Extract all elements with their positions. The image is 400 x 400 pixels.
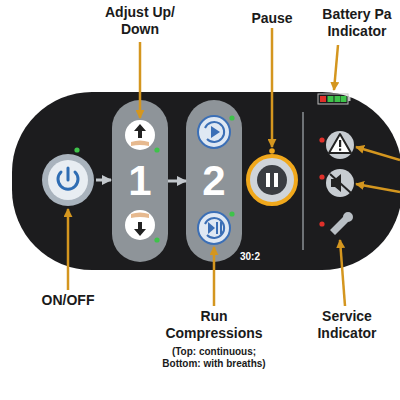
leader-line	[356, 184, 400, 192]
alarm-led	[319, 137, 324, 142]
pause-icon	[274, 173, 278, 187]
callout-label: Pause	[242, 10, 302, 27]
status-led	[154, 147, 159, 152]
callout-label: ON/OFF	[13, 292, 123, 309]
callout-label: Adjust Up/ Down	[85, 4, 195, 38]
cycle-icon	[205, 218, 224, 238]
callout-label: Battery Pa Indicator	[316, 6, 398, 40]
pause-mark-icon	[216, 222, 218, 234]
play-icon	[211, 126, 220, 138]
service-led	[319, 221, 324, 226]
power-symbol	[67, 168, 70, 180]
hand-icon	[131, 141, 149, 147]
hand-icon	[131, 213, 149, 219]
battery-indicator	[318, 94, 348, 104]
battery-segment	[341, 96, 347, 102]
leader-line	[356, 147, 400, 160]
alarm-indicator	[326, 131, 354, 159]
battery-segment	[328, 96, 334, 102]
mode-band: 1	[112, 100, 168, 262]
pause-mark-icon	[220, 222, 222, 234]
leader-line	[340, 240, 345, 306]
power-symbol	[58, 172, 78, 189]
adjust-down-button	[125, 210, 155, 240]
control-panel	[12, 92, 400, 270]
ratio-label: 30:2	[232, 251, 268, 263]
flow-arrow	[168, 180, 186, 183]
wrench-icon	[330, 212, 353, 235]
flow-arrow	[96, 179, 111, 182]
callout-label: Service Indicator	[305, 308, 389, 342]
power-button-face	[48, 160, 88, 200]
mode-band: 2	[186, 100, 242, 262]
callout-label: (Top: continuous; Bottom: with breaths)	[158, 346, 270, 370]
speaker-icon	[331, 174, 341, 192]
warning-triangle	[329, 134, 351, 153]
leader-line	[67, 209, 70, 290]
leader-line	[139, 42, 142, 118]
warning-mark	[339, 140, 341, 147]
up-arrow-icon	[134, 124, 146, 138]
status-led	[154, 237, 159, 242]
mute-led	[319, 174, 324, 179]
down-arrow-icon	[134, 222, 146, 236]
status-led	[229, 115, 234, 120]
pause-icon	[266, 173, 270, 187]
battery-segment	[320, 96, 326, 102]
adjust-up-button	[125, 120, 155, 150]
pause-button-face	[257, 165, 287, 195]
status-led	[229, 211, 234, 216]
play-icon	[208, 222, 215, 234]
cycle-icon	[205, 122, 224, 142]
battery-nub	[348, 97, 351, 101]
step-number: 1	[128, 159, 151, 203]
battery-segment	[335, 96, 341, 102]
step-number: 2	[202, 159, 225, 203]
mute-slash	[330, 174, 351, 193]
callout-label: Run Compressions	[159, 308, 269, 342]
leader-line	[334, 45, 338, 90]
pause-button	[248, 156, 296, 204]
continuous-button	[198, 116, 230, 148]
leader-line	[271, 28, 274, 147]
warning-mark	[339, 149, 341, 151]
separator-line	[302, 112, 304, 250]
status-led	[269, 148, 275, 154]
mute-button	[326, 169, 354, 197]
breaths-button	[198, 212, 230, 244]
status-led	[74, 147, 79, 152]
power-button	[42, 154, 94, 206]
leader-line	[213, 247, 216, 306]
